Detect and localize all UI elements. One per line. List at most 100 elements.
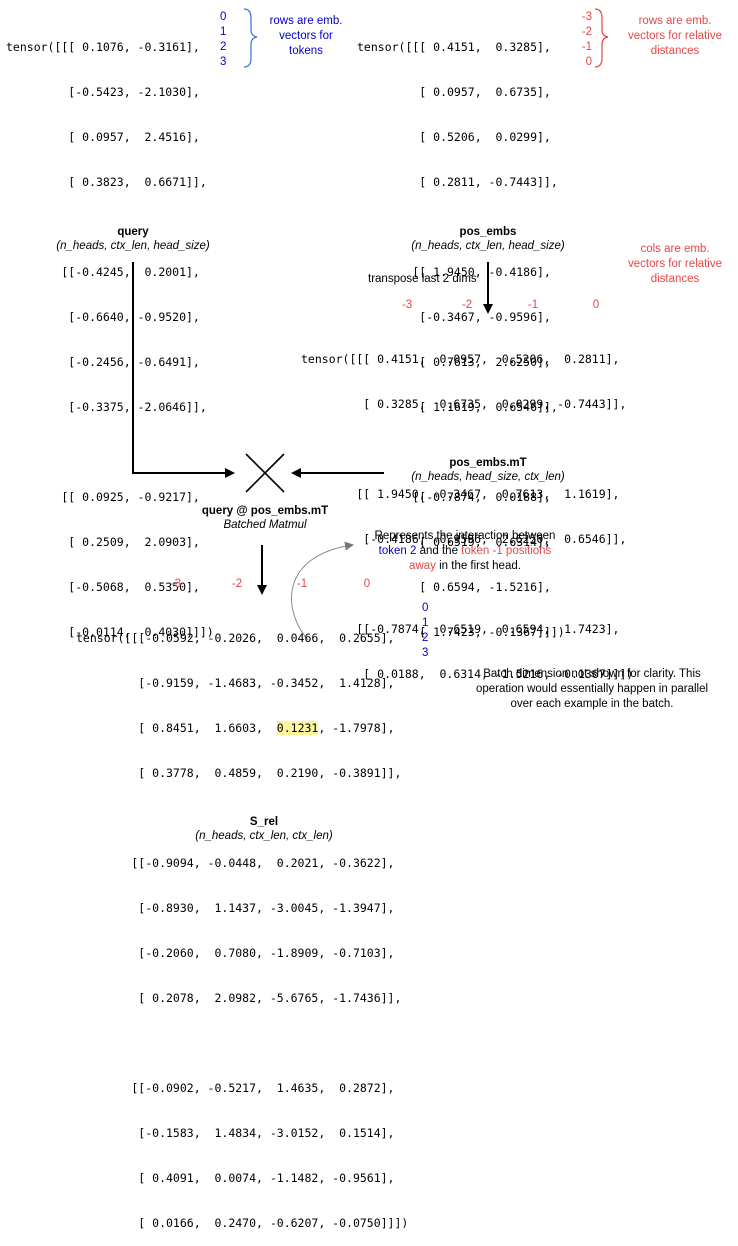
pos-embs-rows-annotation: rows are emb. vectors for relative dista…: [628, 15, 722, 57]
tensor-line: [301, 442, 633, 457]
query-row-indices: 0 1 2 3: [220, 10, 226, 70]
tensor-line: [-0.8930, 1.1437, -3.0045, -1.3947],: [76, 901, 395, 915]
tensor-line: tensor([[[ 0.1076, -0.3161],: [6, 40, 200, 54]
pos-embs-mt-label: pos_embs.mT: [449, 457, 527, 469]
row-index: 1: [220, 26, 227, 38]
tensor-line: [ 1.1619, 0.6546]],: [357, 400, 558, 414]
tensor-line: [-0.3467, -0.9596],: [357, 310, 551, 324]
matmul-sublabel: Batched Matmul: [223, 519, 307, 531]
tensor-line: [ 0.2509, 2.0903],: [6, 535, 200, 549]
row-index: -1: [581, 41, 592, 53]
interaction-note-line: away in the first head.: [360, 559, 570, 574]
row-index: -3: [581, 11, 592, 23]
col-index: -2: [231, 578, 243, 590]
row-index: 2: [220, 41, 227, 53]
tensor-line: tensor([[[ 0.4151, 0.0957, 0.5206, 0.281…: [301, 352, 620, 366]
batch-note: Batch dimension not shown for clarity. T…: [475, 668, 709, 710]
interaction-away: away: [409, 560, 436, 572]
tensor-line: [-0.2456, -0.6491],: [6, 355, 200, 369]
tensor-line-part: , -1.7978],: [318, 721, 395, 735]
tensor-line: [-0.9159, -1.4683, -0.3452, 1.4128],: [76, 676, 395, 690]
tensor-line: [-0.4186, -0.9596, 2.6250, 0.6546]],: [301, 532, 627, 546]
tensor-line: [[ 1.9450, -0.3467, 0.7613, 1.1619],: [301, 487, 620, 501]
query-to-matmul-line: [132, 262, 235, 478]
interaction-token: token 2: [378, 545, 417, 557]
row-index: 1: [422, 617, 429, 629]
tensor-line: [[-0.0902, -0.5217, 1.4635, 0.2872],: [76, 1081, 395, 1095]
query-tensor: tensor([[[ 0.1076, -0.3161], [-0.5423, -…: [6, 10, 214, 655]
s-rel-tensor: tensor([[[-0.0592, -0.2026, 0.0466, 0.26…: [76, 601, 408, 1246]
tensor-line: [ 0.6594, -1.5216],: [357, 580, 551, 594]
tensor-line: [6, 445, 214, 460]
pos-embs-brace: [594, 8, 609, 68]
s-rel-row-indices: 0 1 2 3: [422, 601, 428, 661]
tensor-line: [[-0.9094, -0.0448, 0.2021, -0.3622],: [76, 856, 395, 870]
interaction-note-line: token 2 and the token -1 positions: [360, 544, 570, 559]
tensor-line: [ 1.7423, -0.1367]]]): [357, 625, 565, 639]
diagram-connectors: [132, 8, 609, 641]
tensor-line: [ 0.8451, 1.6603, 0.1231, -1.7978],: [76, 721, 408, 736]
pos-embs-shape: (n_heads, ctx_len, head_size): [411, 240, 565, 252]
row-index: 3: [220, 56, 227, 68]
interaction-positions: token -1 positions: [461, 545, 552, 557]
row-index: 3: [422, 647, 429, 659]
tensor-line: [ 0.0957, 2.4516],: [6, 130, 200, 144]
tensor-line: [ 0.4091, 0.0074, -1.1482, -0.9561],: [76, 1171, 395, 1185]
s-rel-label: S_rel: [249, 816, 279, 828]
col-index: 0: [592, 299, 600, 311]
tensor-line: [ 0.0957, 0.6735],: [357, 85, 551, 99]
tensor-line: [76, 1036, 408, 1051]
interaction-note-line: Represents the interaction between: [374, 530, 556, 542]
query-brace: [243, 8, 258, 68]
highlighted-value: 0.1231: [276, 721, 319, 735]
pos-embs-label: pos_embs: [459, 226, 517, 238]
tensor-line: [-0.2060, 0.7080, -1.8909, -0.7103],: [76, 946, 395, 960]
tensor-line: [ 0.2811, -0.7443]],: [357, 175, 558, 189]
row-index: 0: [422, 602, 429, 614]
col-index: -1: [527, 299, 539, 311]
tensor-line: [-0.5423, -2.1030],: [6, 85, 200, 99]
col-index: -3: [401, 299, 413, 311]
tensor-line: [301, 577, 633, 592]
tensor-line: tensor([[[-0.0592, -0.2026, 0.0466, 0.26…: [76, 631, 395, 645]
col-index: -2: [461, 299, 473, 311]
tensor-line: [-0.0114, 0.4030]]]): [6, 625, 214, 639]
tensor-line: [-0.1583, 1.4834, -3.0152, 0.1514],: [76, 1126, 395, 1140]
pos-embs-mt-tensor: tensor([[[ 0.4151, 0.0957, 0.5206, 0.281…: [301, 322, 633, 697]
matmul-label: query @ pos_embs.mT: [201, 505, 329, 517]
tensor-line: [-0.6640, -0.9520],: [6, 310, 200, 324]
tensor-line: tensor([[[ 0.4151, 0.3285],: [357, 40, 551, 54]
s-rel-shape: (n_heads, ctx_len, ctx_len): [195, 830, 333, 842]
tensor-line: [-0.5068, 0.5350],: [6, 580, 200, 594]
tensor-line: [[ 0.0925, -0.9217],: [6, 490, 200, 504]
tensor-line: [[-0.4245, 0.2001],: [6, 265, 200, 279]
pos-embs-row-indices: -3 -2 -1 0: [570, 10, 592, 70]
tensor-line: [ 0.3285, 0.6735, 0.0299, -0.7443]],: [301, 397, 627, 411]
tensor-line: [ 0.2078, 2.0982, -5.6765, -1.7436]],: [76, 991, 402, 1005]
col-index: -3: [170, 578, 182, 590]
col-index: 0: [363, 578, 371, 590]
tensor-line: [ 0.0188, 0.6314, -1.5216, -0.1367]]]): [301, 667, 634, 681]
query-label: query: [117, 226, 149, 238]
tensor-line-part: [ 0.8451, 1.6603,: [76, 721, 277, 735]
row-index: 0: [220, 11, 227, 23]
row-index: 2: [422, 632, 429, 644]
interaction-suffix: in the first head.: [435, 560, 521, 572]
tensor-line: [ 0.5206, 0.0299],: [357, 130, 551, 144]
query-rows-annotation: rows are emb. vectors for tokens: [269, 15, 343, 57]
cols-annotation: cols are emb. vectors for relative dista…: [628, 243, 722, 285]
tensor-line: [ 0.7613, 2.6250],: [357, 355, 551, 369]
tensor-line: [ 0.3823, 0.6671]],: [6, 175, 207, 189]
tensor-line: [[-0.7874, 0.0188],: [357, 490, 551, 504]
tensor-line: [ 0.6519, 0.6314],: [357, 535, 551, 549]
interaction-pointer-arrow: [290, 541, 354, 641]
interaction-note: Represents the interaction between token…: [360, 529, 570, 574]
tensor-line: [ 0.3778, 0.4859, 0.2190, -0.3891]],: [76, 766, 402, 780]
tensor-line: [[ 1.9450, -0.4186],: [357, 265, 551, 279]
col-index: -1: [296, 578, 308, 590]
tensor-line: [[-0.7874, 0.6519, 0.6594, 1.7423],: [301, 622, 620, 636]
pos-embs-tensor: tensor([[[ 0.4151, 0.3285], [ 0.0957, 0.…: [357, 10, 565, 655]
row-index: -2: [581, 26, 592, 38]
query-shape: (n_heads, ctx_len, head_size): [56, 240, 210, 252]
interaction-and: and the: [416, 545, 462, 557]
